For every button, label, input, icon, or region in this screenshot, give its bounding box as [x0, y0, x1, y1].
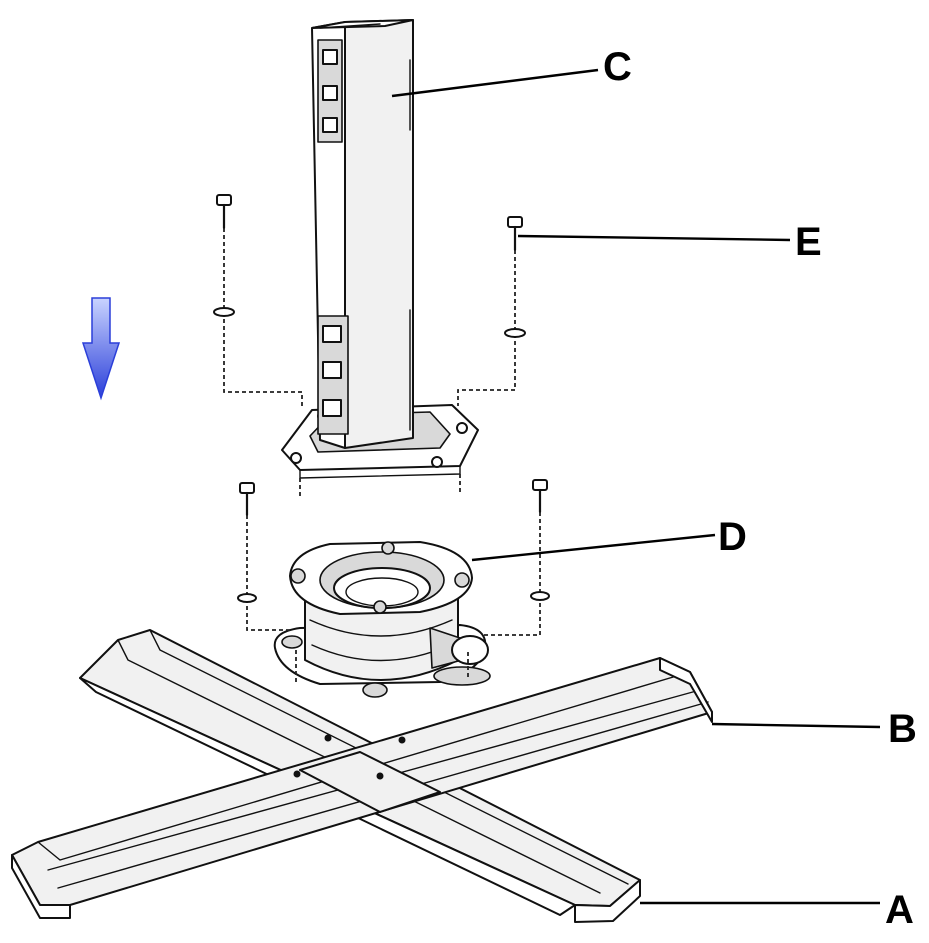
label-b: B — [888, 707, 917, 751]
label-a: A — [885, 888, 914, 932]
mount-pole — [281, 19, 479, 479]
label-e: E — [795, 220, 822, 264]
lower-screw-right — [482, 479, 550, 636]
leader-e — [517, 234, 791, 242]
base-cross-frame — [11, 629, 713, 923]
down-arrow-icon — [81, 297, 121, 401]
rotary-adapter — [273, 541, 491, 698]
upper-screw-right — [457, 216, 526, 406]
lower-screw-left — [237, 482, 290, 631]
leader-c — [391, 68, 599, 98]
label-d: D — [718, 515, 747, 559]
leader-b — [711, 722, 881, 729]
label-c: C — [603, 45, 632, 89]
leader-d — [471, 533, 716, 562]
upper-screw-left — [213, 194, 303, 408]
